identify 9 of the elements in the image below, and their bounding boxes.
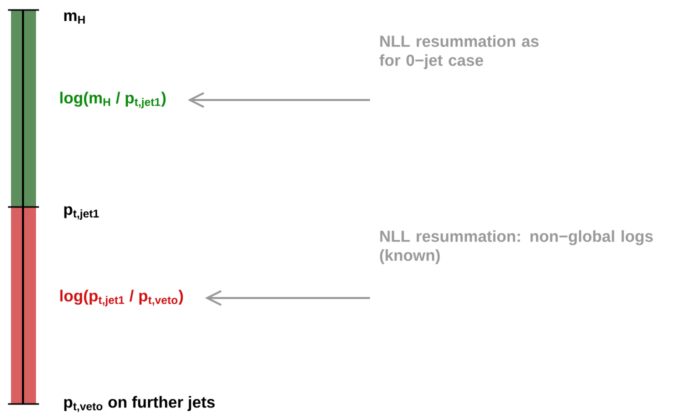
arrow <box>204 290 370 306</box>
axis-label: p$_{t,jet1}$ <box>64 206 99 220</box>
log-label: log(p$_{t,jet1}$ / p$_{t,veto}$) <box>60 290 183 306</box>
log-label: log(m$_{H}$ / p$_{t,jet1}$) <box>60 92 166 108</box>
note-text: NLL resummation: non−global logs (known) <box>380 230 653 264</box>
axis-label: p$_{t,veto}$ on further jets <box>64 396 215 412</box>
arrow <box>188 92 370 108</box>
axis-label: m$_{H}$ <box>64 12 85 24</box>
note-text: NLL resummation as for 0−jet case <box>379 35 539 70</box>
